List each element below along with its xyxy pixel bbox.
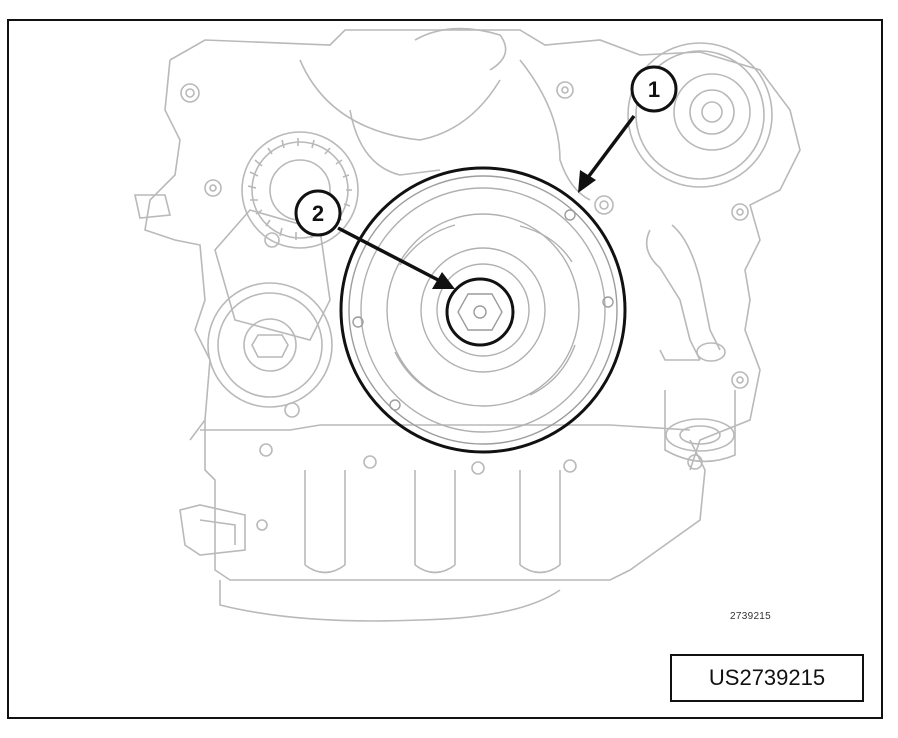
idler-pulley (627, 42, 773, 188)
crankshaft-damper (339, 166, 627, 454)
figure-small-number: 2739215 (730, 611, 772, 622)
callout-2-circle (294, 189, 342, 237)
callout-1: 1 (578, 65, 678, 193)
oil-pan (179, 420, 706, 622)
reference-code-box: US2739215 (670, 654, 864, 702)
water-outlet (645, 224, 749, 470)
crankshaft-bolt (445, 277, 515, 347)
callout-2-label: 2 (312, 201, 324, 226)
callout-2: 2 (294, 189, 455, 289)
lower-left-pulley (207, 282, 333, 418)
belt-tensioner (214, 131, 359, 341)
callout-1-label: 1 (648, 77, 660, 102)
callout-1-circle (630, 65, 678, 113)
figure-frame (7, 19, 883, 719)
